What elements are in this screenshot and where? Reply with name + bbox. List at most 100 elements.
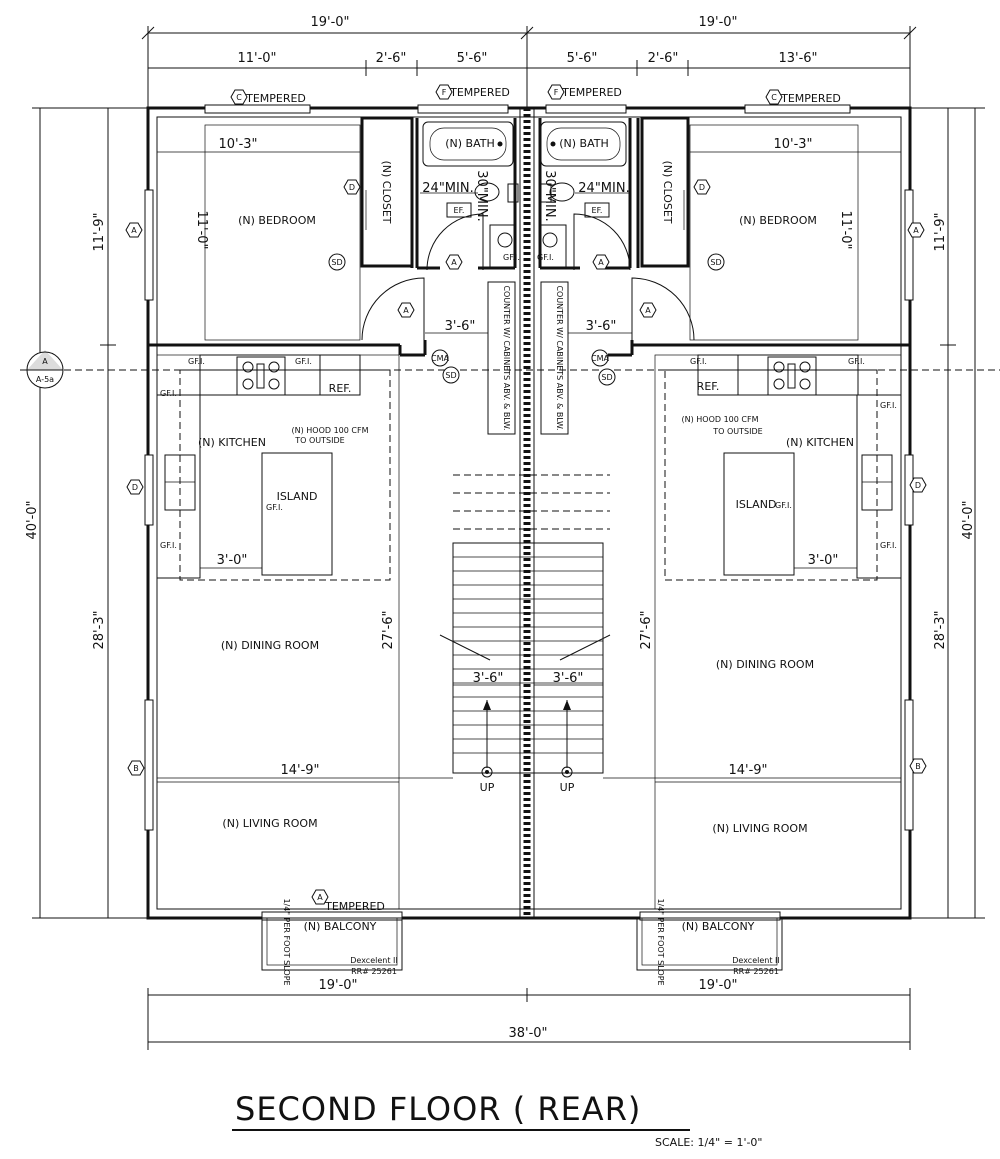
top-dimensions: 19'-0" 19'-0" 11'-0" 2'-6" 5'-6" 5'-6" 2…	[141, 15, 917, 108]
room-balcony-left: (N) BALCONY	[304, 920, 377, 933]
section-letter: A	[42, 357, 48, 366]
kitchen-left	[157, 354, 391, 581]
exterior-walls	[144, 104, 914, 921]
gfi-l4: GF.I.	[160, 541, 177, 550]
dim-bed-right-h: 11'-0"	[838, 210, 853, 249]
dim-left-total: 40'-0"	[25, 500, 40, 539]
gfi-l5: GF.I.	[266, 503, 283, 512]
tempered-note-f-left: TEMPERED	[449, 86, 510, 99]
gfi-r1: GF.I.	[690, 357, 707, 366]
tag-d-right-wall: D	[909, 477, 927, 493]
tempered-note-a-bottom: TEMPERED	[324, 900, 385, 913]
tag-a-bath-left: A	[445, 254, 463, 270]
dim-sub-r2: 2'-6"	[648, 51, 679, 66]
cma-right: CMA	[591, 354, 609, 363]
tag-f-left: F	[435, 84, 453, 100]
room-living-right: (N) LIVING ROOM	[712, 822, 807, 835]
dim-left-bottom: 28'-3"	[92, 610, 107, 649]
svg-text:A: A	[913, 226, 919, 235]
sd-bed-left: SD	[331, 258, 342, 267]
tag-d-closet-left: D	[343, 179, 361, 195]
dim-bottom-left: 19'-0"	[318, 978, 357, 993]
bottom-dimensions: 19'-0" 19'-0" 38'-0"	[147, 978, 911, 1050]
ref-label-right: REF.	[697, 380, 720, 393]
tag-a-bed-right: A	[639, 302, 657, 318]
svg-text:D: D	[915, 481, 921, 490]
cma-left: CMA	[431, 354, 449, 363]
gfi-r6: GF.I.	[537, 253, 554, 262]
dim-min-left: 24"MIN.	[422, 181, 473, 196]
slope-left: 1/4" PER FOOT SLOPE	[282, 898, 291, 985]
svg-text:D: D	[132, 483, 138, 492]
room-closet-right: (N) CLOSET	[661, 160, 674, 223]
tag-f-right: F	[547, 84, 565, 100]
dexcelent-left: Dexcelent II	[350, 956, 397, 965]
stairs	[439, 474, 611, 778]
svg-text:A: A	[598, 258, 604, 267]
dexcelent-right: Dexcelent II	[732, 956, 779, 965]
tag-a-right-wall: A	[907, 222, 925, 238]
dim-bed-right-w: 10'-3"	[773, 137, 812, 152]
plan-title: SECOND FLOOR ( REAR)	[235, 1090, 641, 1128]
dim-room-right: 14'-9"	[728, 763, 767, 778]
sd-bed-right: SD	[710, 258, 721, 267]
interior-dimensions: 10'-3" 10'-3" 11'-0" 11'-0" 3'-6" 3'-6" …	[157, 137, 901, 779]
gfi-r4: GF.I.	[880, 541, 897, 550]
stair-up-left: UP	[480, 781, 495, 794]
dim-hall-left: 3'-6"	[445, 319, 476, 334]
svg-text:D: D	[699, 183, 705, 192]
plan-scale: SCALE: 1/4" = 1'-0"	[655, 1136, 763, 1149]
room-labels: (N) BEDROOM (N) BEDROOM (N) CLOSET (N) C…	[198, 137, 854, 933]
doors	[361, 190, 695, 341]
detectors: SD SD CMA SD CMA SD	[328, 253, 725, 386]
tag-c-left: C	[230, 89, 248, 105]
svg-text:B: B	[915, 762, 921, 771]
sd-hall-left: SD	[445, 371, 456, 380]
dim-counter-left: 3'-0"	[217, 553, 248, 568]
dim-min-right: 24"MIN.	[578, 181, 629, 196]
counter-note-left: COUNTER W/ CABINETS ABV. & BLW.	[502, 285, 511, 430]
svg-text:C: C	[771, 93, 777, 102]
dim-counter-right: 3'-0"	[808, 553, 839, 568]
dim-top-left: 19'-0"	[310, 15, 349, 30]
svg-text:A: A	[645, 306, 651, 315]
dim-top-right: 19'-0"	[698, 15, 737, 30]
tag-c-right: C	[765, 89, 783, 105]
gfi-l2: GF.I.	[295, 357, 312, 366]
room-bedroom-left: (N) BEDROOM	[238, 214, 316, 227]
slope-right: 1/4" PER FOOT SLOPE	[656, 898, 665, 985]
svg-text:D: D	[349, 183, 355, 192]
counter-note-right: COUNTER W/ CABINETS ABV. & BLW.	[555, 285, 564, 430]
dim-toilet-right: 30"MIN.	[542, 170, 557, 221]
dim-stair-left: 3'-6"	[473, 671, 504, 686]
rr-left: RR# 25261	[351, 967, 397, 976]
right-dimensions: 40'-0" 11'-9" 28'-3"	[910, 107, 985, 919]
hood-note-left-1: (N) HOOD 100 CFM	[292, 426, 369, 435]
dim-stair-right: 3'-6"	[553, 671, 584, 686]
stair-up-right: UP	[560, 781, 575, 794]
room-bath-right: (N) BATH	[559, 137, 609, 150]
tempered-note-c-left: TEMPERED	[245, 92, 306, 105]
gfi-l3: GF.I.	[160, 389, 177, 398]
tag-a-bath-right: A	[592, 254, 610, 270]
gfi-r2: GF.I.	[848, 357, 865, 366]
room-closet-left: (N) CLOSET	[380, 160, 393, 223]
counters	[487, 281, 569, 435]
gfi-l1: GF.I.	[188, 357, 205, 366]
room-bedroom-right: (N) BEDROOM	[739, 214, 817, 227]
dim-right-total: 40'-0"	[961, 500, 976, 539]
dim-bottom-right: 19'-0"	[698, 978, 737, 993]
room-living-left: (N) LIVING ROOM	[222, 817, 317, 830]
misc-labels: TEMPERED TEMPERED TEMPERED TEMPERED TEMP…	[160, 86, 897, 986]
interior-walls	[148, 116, 910, 910]
svg-text:A: A	[131, 226, 137, 235]
section-sheet: A-5a	[36, 375, 54, 384]
tag-a-bed-left: A	[397, 302, 415, 318]
room-kitchen-left: (N) KITCHEN	[198, 436, 266, 449]
dim-left-top: 11'-9"	[92, 212, 107, 251]
dim-sub-l2: 2'-6"	[376, 51, 407, 66]
tag-a-left-wall: A	[125, 222, 143, 238]
ref-label-left: REF.	[329, 382, 352, 395]
tempered-note-c-right: TEMPERED	[780, 92, 841, 105]
